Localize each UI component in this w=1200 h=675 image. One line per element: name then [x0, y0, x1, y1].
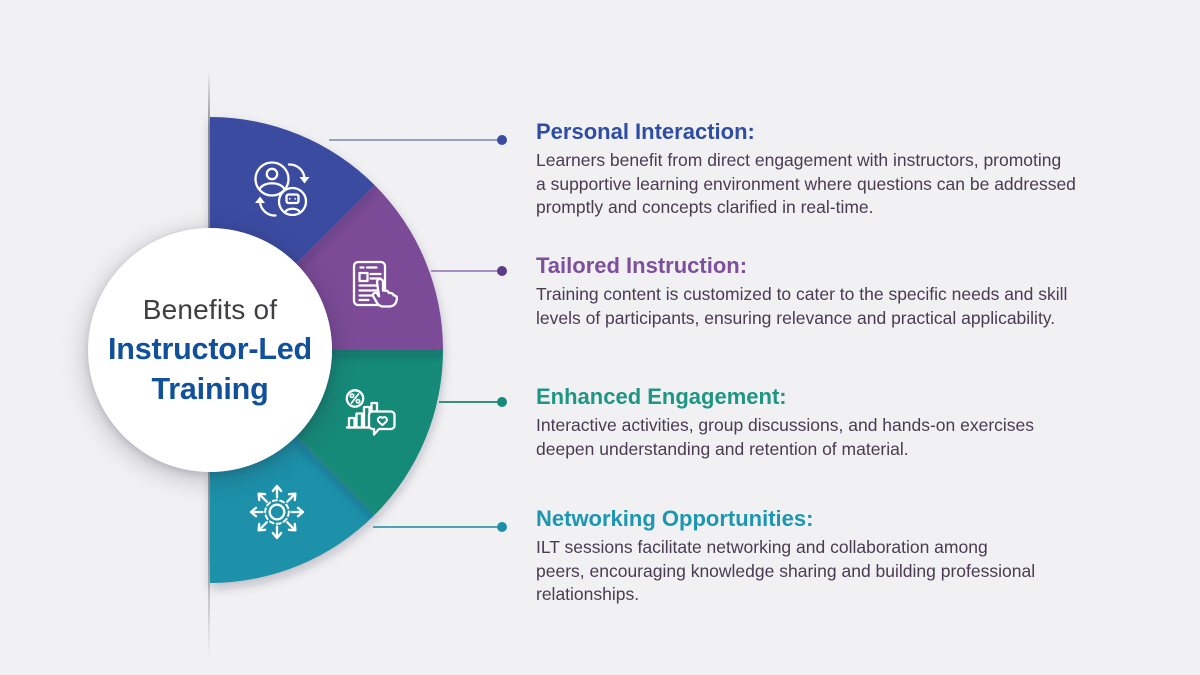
connector-dot-enhanced-engagement: [497, 397, 507, 407]
section-body-line: levels of participants, ensuring relevan…: [536, 307, 1056, 328]
connector-line-enhanced-engagement: [439, 401, 502, 403]
connector-line-personal-interaction: [329, 139, 502, 141]
section-networking-opportunities: Networking Opportunities: ILT sessions f…: [536, 506, 1035, 607]
connector-line-tailored-instruction: [431, 270, 502, 272]
section-enhanced-engagement: Enhanced Engagement: Interactive activit…: [536, 384, 1034, 461]
section-title: Enhanced Engagement:: [536, 384, 787, 409]
connector-dot-personal-interaction: [497, 135, 507, 145]
center-title-line3: Training: [151, 372, 269, 406]
connector-line-networking-opportunities: [373, 526, 502, 528]
section-body-line: relationships.: [536, 584, 640, 604]
section-personal-interaction: Personal Interaction: Learners benefit f…: [536, 119, 1076, 220]
section-body-line: Learners benefit from direct engagement …: [536, 150, 1062, 170]
section-body-line: Training content is customized to cater …: [536, 284, 1068, 304]
segment-networking-opportunities: [210, 436, 375, 583]
customized-document-icon: [352, 260, 399, 308]
section-tailored-instruction: Tailored Instruction: Training content i…: [536, 253, 1067, 330]
section-body-line: ILT sessions facilitate networking and c…: [536, 537, 988, 557]
center-title-line2: Instructor-Led: [108, 332, 312, 366]
section-body-line: Interactive activities, group discussion…: [536, 415, 1035, 435]
section-title: Personal Interaction:: [536, 119, 755, 144]
center-circle: Benefits of Instructor-Led Training: [88, 228, 332, 472]
engagement-chart-icon: [345, 389, 396, 436]
section-title: Tailored Instruction:: [536, 253, 748, 278]
networking-arrows-icon: [249, 484, 305, 540]
section-body-line: peers, encouraging knowledge sharing and…: [536, 560, 1036, 581]
section-title: Networking Opportunities:: [536, 506, 814, 531]
section-body-line: deepen understanding and retention of ma…: [536, 438, 909, 459]
semi-donut-diagram: [210, 117, 443, 583]
segment-enhanced-engagement: [296, 350, 443, 515]
section-body-line: promptly and concepts clarified in real-…: [536, 197, 874, 217]
section-body-line: a supportive learning environment where …: [536, 173, 1076, 194]
connector-dot-networking-opportunities: [497, 522, 507, 532]
connector-dot-tailored-instruction: [497, 266, 507, 276]
center-title-prefix: Benefits of: [142, 294, 278, 325]
human-bot-interaction-icon: [254, 161, 310, 217]
